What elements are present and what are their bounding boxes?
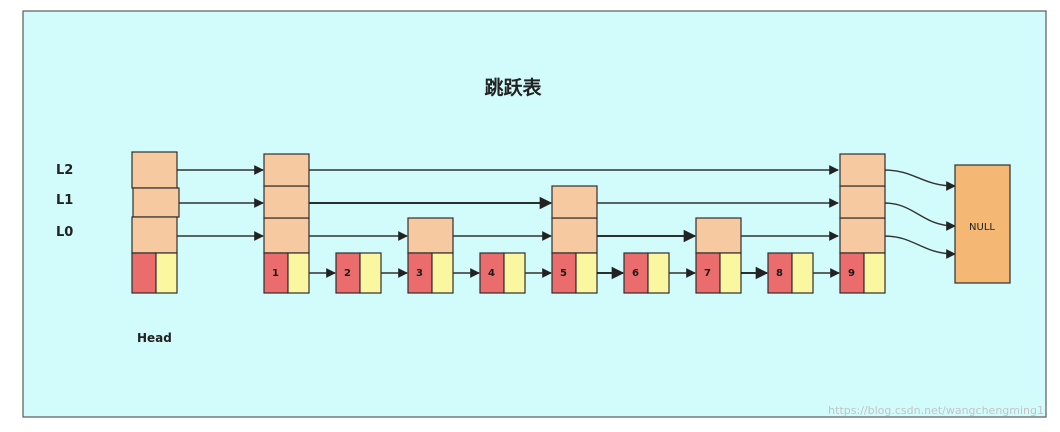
node-1-value-label: 1 [272,268,279,279]
node-4-value-cell [479,252,505,294]
watermark: https://blog.csdn.net/wangchengming1 [828,404,1044,417]
node-6-value-label: 6 [632,268,639,279]
node-9-value-label: 9 [848,268,855,279]
node-7-value-cell [695,252,721,294]
node-8-value-cell [767,252,793,294]
node-9-level-1-box [839,185,886,219]
node-7-level-0-box [695,217,742,254]
node-3-value-cell [407,252,433,294]
skip-list-node-4: 4 [479,252,526,294]
node-3-level-0-box [407,217,454,254]
node-5-level-1-box [551,185,598,219]
node-9-level-2-box [839,153,886,187]
node-5-pointer-cell [575,252,598,294]
node-5-level-0-box [551,217,598,254]
node-8-pointer-cell [791,252,814,294]
node-1-value-cell [263,252,289,294]
head-pointer-cell [155,252,178,294]
null-box [954,164,1011,284]
node-6-pointer-cell [647,252,670,294]
head-level-2-box [131,151,178,189]
skip-list-node-1: 1 [263,153,310,294]
node-3-value-label: 3 [416,268,423,279]
null-pointers [883,169,956,259]
skip-list-node-2: 2 [335,252,382,294]
skip-list-node-5: 5 [551,185,598,294]
node-2-value-label: 2 [344,268,351,279]
node-1-level-1-box [263,185,310,219]
node-6-value-cell [623,252,649,294]
level-label-l2: L2 [56,163,73,178]
skip-list-node-7: 7 [695,217,742,294]
node-9-pointer-cell [863,252,886,294]
head-node [131,151,180,294]
node-4-pointer-cell [503,252,526,294]
level-label-l0: L0 [56,225,73,240]
node-4-value-label: 4 [488,268,495,279]
level-label-l1: L1 [56,193,73,208]
node-1-pointer-cell [287,252,310,294]
node-5-value-cell [551,252,577,294]
skip-list-node-9: 9 [839,153,886,294]
diagram-title: 跳跃表 [484,76,542,99]
node-3-pointer-cell [431,252,454,294]
l1-arrow-9-to-null [883,202,956,231]
head-level-0-box [131,216,178,254]
null-label: NULL [969,222,995,233]
l2-arrow-9-to-null [883,169,956,191]
node-7-pointer-cell [719,252,742,294]
head-level-1-box [132,187,180,218]
node-9-level-0-box [839,217,886,254]
node-5-value-label: 5 [560,268,567,279]
node-list: 1 2 3 4 5 6 7 8 9 [263,153,886,294]
head-label: Head [137,331,172,345]
l0-arrow-9-to-null [883,235,956,259]
node-1-level-2-box [263,153,310,187]
skip-list-node-6: 6 [623,252,670,294]
node-8-value-label: 8 [776,268,783,279]
node-2-pointer-cell [359,252,382,294]
node-1-level-0-box [263,217,310,254]
node-7-value-label: 7 [704,268,711,279]
skip-list-node-8: 8 [767,252,814,294]
skip-list-node-3: 3 [407,217,454,294]
head-value-cell [131,252,157,294]
